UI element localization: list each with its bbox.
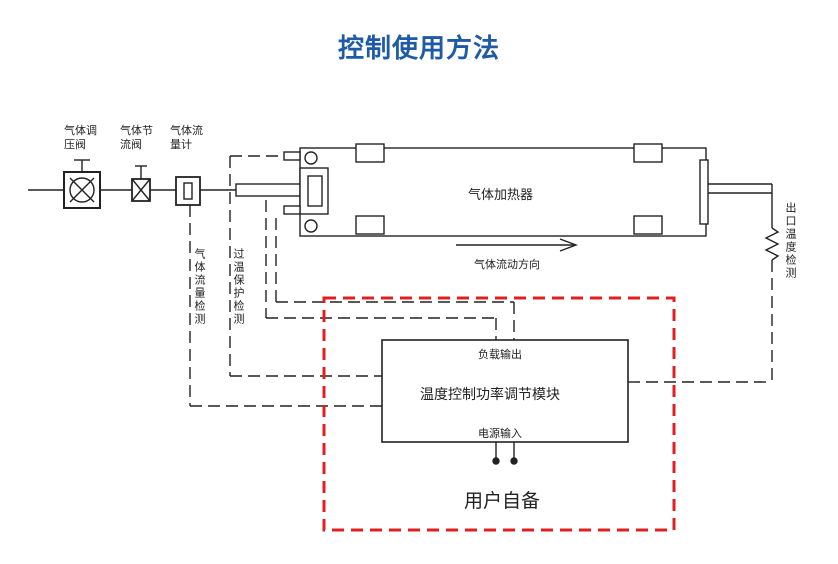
- flow-direction-arrow: [456, 238, 578, 252]
- power-input-label: 电源输入: [478, 427, 522, 440]
- user-supplied-boundary: [322, 296, 676, 532]
- heater-inlet-fittings: [235, 151, 329, 233]
- pressure-valve-symbol: [63, 159, 101, 209]
- load-output-label: 负载输出: [478, 348, 522, 361]
- outlet-temp-sensor: [628, 193, 780, 383]
- power-input-terminals: [492, 442, 518, 465]
- outlet-temp-label: 出口温度检测: [784, 202, 797, 280]
- pressure-valve-label: 气体调 压阀: [64, 124, 97, 151]
- overtemp-detect-label: 过温保护检测: [232, 248, 245, 326]
- flow-detect-label: 气体流量检测: [193, 248, 206, 326]
- throttle-valve-label: 气体节 流阀: [120, 124, 153, 151]
- page-title: 控制使用方法: [337, 34, 500, 64]
- heater-body: [299, 143, 773, 237]
- user-supplied-label: 用户自备: [464, 490, 541, 512]
- throttle-valve-symbol: [131, 165, 151, 202]
- flow-meter-label: 气体流 量计: [170, 124, 203, 151]
- signal-wires: [189, 155, 515, 407]
- heater-label: 气体加热器: [468, 188, 534, 203]
- flow-meter-symbol: [175, 176, 201, 206]
- flow-direction-label: 气体流动方向: [474, 258, 540, 271]
- module-label: 温度控制功率调节模块: [420, 387, 560, 403]
- control-module: [381, 339, 629, 443]
